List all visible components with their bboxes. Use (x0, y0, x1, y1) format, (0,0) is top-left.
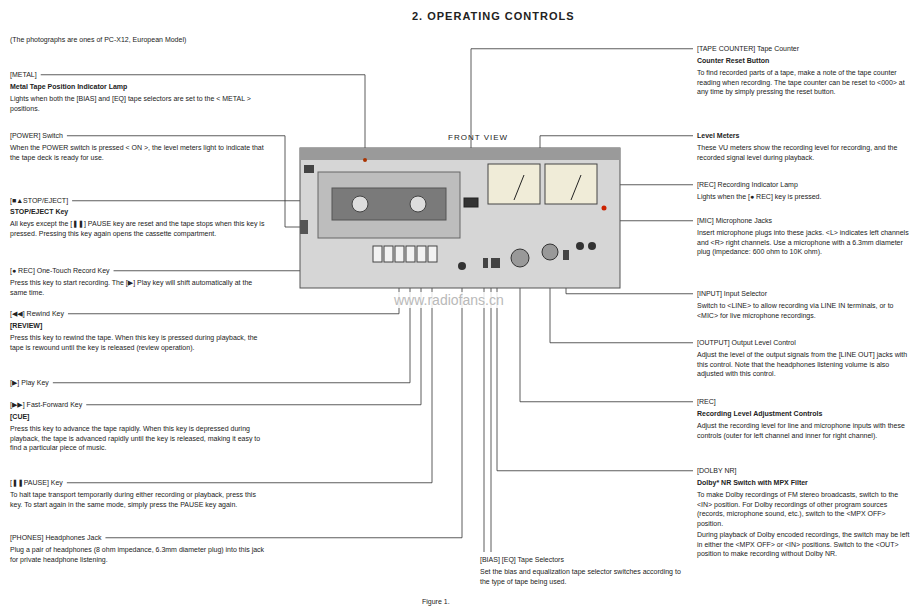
mic-jack (588, 242, 596, 250)
description: These VU meters show the recording level… (697, 143, 911, 162)
description: Lights when both the [BIAS] and [EQ] tap… (10, 94, 265, 113)
description: Lights when the [● REC] key is pressed. (697, 192, 911, 202)
deck-top (300, 148, 620, 160)
figure-caption: Figure 1. (422, 597, 450, 607)
description: Press this key to start recording. The [… (10, 278, 265, 297)
control-name: [● REC] One-Touch Record Key (10, 266, 110, 276)
control-name: [DOLBY NR] (697, 466, 737, 476)
description: All keys except the [❚❚] PAUSE key are r… (10, 219, 265, 238)
control-name: [METAL] (10, 70, 37, 80)
control-title: Level Meters (697, 131, 739, 141)
control-title: [REVIEW] (10, 321, 42, 331)
control-name: [▶▶] Fast-Forward Key (10, 400, 82, 410)
note: (The photographs are ones of PC-X12, Eur… (10, 35, 186, 45)
mic-jack (576, 242, 584, 250)
bias-switch (483, 258, 488, 268)
vu-meter (545, 164, 597, 204)
watermark: www.radiofans.cn (392, 292, 506, 308)
control-name: [TAPE COUNTER] Tape Counter (697, 44, 799, 54)
control-title: Metal Tape Position Indicator Lamp (10, 82, 127, 92)
description: Switch to <LINE> to allow recording via … (697, 301, 911, 320)
leader-line (471, 49, 693, 207)
control-title: Recording Level Adjustment Controls (697, 409, 822, 419)
meter-needle (571, 175, 581, 200)
description: Press this key to rewind the tape. When … (10, 333, 265, 352)
view-label: FRONT VIEW (448, 133, 508, 143)
control-name: [POWER] Switch (10, 131, 63, 141)
reel (352, 196, 368, 212)
description: To find recorded parts of a tape, make a… (697, 68, 911, 97)
vu-meter (488, 164, 540, 204)
control-name: [REC] (697, 397, 716, 407)
description: Plug a pair of headphones (8 ohm impedan… (10, 545, 265, 564)
control-name: [OUTPUT] Output Level Control (697, 338, 796, 348)
meter-needle (514, 175, 524, 200)
control-name: [◀◀] Rewind Key (10, 309, 64, 319)
dolby-switch (494, 258, 500, 268)
control-title: Dolby* NR Switch with MPX Filter (697, 478, 808, 488)
cassette-door (318, 172, 460, 238)
output-knob (542, 244, 558, 260)
description: Adjust the recording level for line and … (697, 421, 911, 440)
brand-plate (304, 165, 314, 173)
leader-line (497, 266, 693, 471)
leader-line (484, 266, 485, 552)
metal-lamp (363, 158, 367, 162)
control-name: [BIAS] [EQ] Tape Selectors (480, 555, 564, 565)
phones-jack (458, 262, 466, 270)
control-title: Counter Reset Button (697, 56, 769, 66)
description: To halt tape transport temporarily durin… (10, 490, 265, 509)
input-switch (563, 250, 569, 260)
tape-counter (464, 198, 478, 207)
transport-keys (373, 246, 437, 262)
leader-line (491, 266, 492, 552)
control-name: [MIC] Microphone Jacks (697, 216, 772, 226)
description: Adjust the level of the output signals f… (697, 350, 911, 379)
control-name: [▶] Play Key (10, 378, 49, 388)
description: During playback of Dolby encoded recordi… (697, 530, 911, 559)
cassette-window (332, 188, 446, 220)
control-name: [■▲STOP/EJECT] (10, 196, 68, 206)
page-title: 2. OPERATING CONTROLS (412, 10, 575, 23)
control-name: [PHONES] Headphones Jack (10, 533, 101, 543)
control-name: [❚❚PAUSE] Key (10, 478, 63, 488)
description: Insert microphone plugs into these jacks… (697, 228, 911, 257)
description: Set the bias and equalization tape selec… (480, 567, 685, 586)
rec-level-knob (511, 249, 529, 267)
control-name: [REC] Recording Indicator Lamp (697, 180, 798, 190)
description: Press this key to advance the tape rapid… (10, 424, 265, 453)
power-switch (300, 220, 308, 234)
deck-body (300, 148, 620, 288)
description: To make Dolby recordings of FM stereo br… (697, 490, 911, 528)
reel (410, 196, 426, 212)
control-title: STOP/EJECT Key (10, 207, 68, 217)
control-title: [CUE] (10, 412, 29, 422)
control-name: [INPUT] Input Selector (697, 289, 767, 299)
rec-lamp (602, 206, 607, 211)
description: When the POWER switch is pressed < ON >,… (10, 143, 265, 162)
